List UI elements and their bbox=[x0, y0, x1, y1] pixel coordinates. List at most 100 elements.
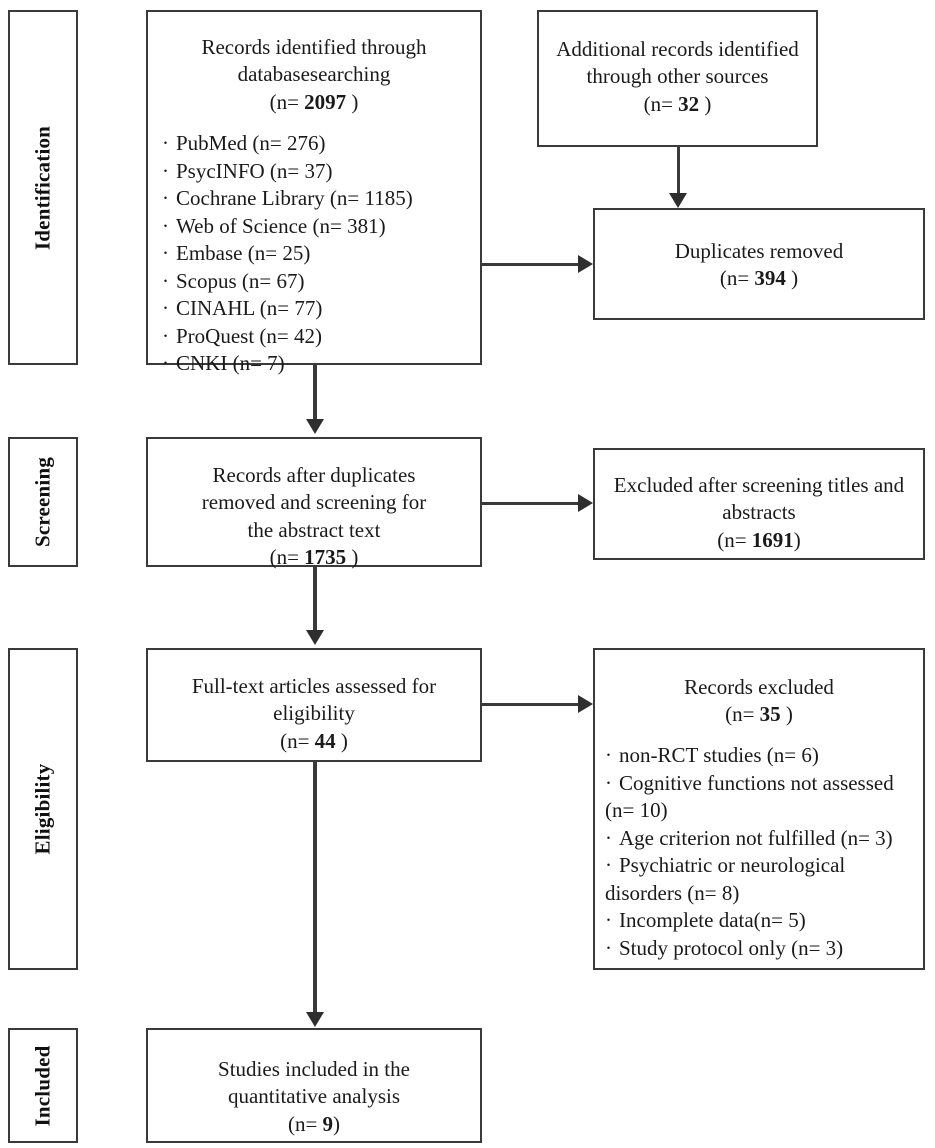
additional-records-line1: Additional records identified bbox=[556, 37, 799, 61]
list-item: ·Cognitive functions not assessed (n= 10… bbox=[605, 770, 917, 825]
bullet-dot: · bbox=[605, 853, 612, 877]
records-identified-header: Records identified through databasesearc… bbox=[148, 34, 480, 116]
connector-additional-to-duplicates bbox=[677, 147, 680, 195]
studies-included-count: (n= 9) bbox=[158, 1111, 470, 1138]
stage-identification: Identification bbox=[8, 10, 78, 365]
studies-included-text: Studies included in the quantitative ana… bbox=[148, 1056, 480, 1138]
records-excluded-header: Records excluded (n= 35 ) bbox=[595, 674, 923, 729]
count-value: 35 bbox=[759, 702, 781, 727]
list-item: ·Age criterion not fulfilled (n= 3) bbox=[605, 825, 917, 853]
excluded-screening-line1: Excluded after screening titles and bbox=[613, 473, 905, 497]
fulltext-assessed-line2: eligibility bbox=[273, 701, 355, 726]
list-item: ·Psychiatric or neurological disorders (… bbox=[605, 852, 917, 907]
records-after-duplicates-text: Records after duplicates removed and scr… bbox=[148, 462, 480, 571]
bullet-dot: · bbox=[162, 158, 169, 183]
stage-eligibility: Eligibility bbox=[8, 648, 78, 970]
count-suffix: ) bbox=[780, 702, 793, 727]
bullet-dot: · bbox=[605, 770, 612, 795]
list-item: · Web of Science (n= 381) bbox=[162, 213, 480, 241]
additional-records-text: Additional records identified through ot… bbox=[539, 36, 816, 118]
studies-included-line1: Studies included in the bbox=[218, 1057, 410, 1081]
connector-identified-to-after-duplicates bbox=[313, 365, 317, 421]
records-excluded-count: (n= 35 ) bbox=[603, 701, 915, 728]
box-records-after-duplicates: Records after duplicates removed and scr… bbox=[146, 437, 482, 569]
connector-fulltext-to-excluded bbox=[482, 703, 578, 706]
arrowhead-screening-to-excluded bbox=[578, 494, 593, 512]
list-item-label: Incomplete data(n= 5) bbox=[619, 908, 806, 932]
connector-screening-to-fulltext bbox=[313, 567, 317, 632]
list-item: · Cochrane Library (n= 1185) bbox=[162, 185, 480, 213]
bullet-dot: · bbox=[162, 213, 169, 238]
count-value: 1735 bbox=[304, 544, 347, 569]
fulltext-assessed-text: Full-text articles assessed for eligibil… bbox=[148, 673, 480, 755]
box-studies-included: Studies included in the quantitative ana… bbox=[146, 1028, 482, 1143]
list-item: ·Incomplete data(n= 5) bbox=[605, 907, 917, 935]
count-suffix: ) bbox=[699, 91, 712, 116]
count-value: 44 bbox=[314, 728, 336, 753]
count-suffix: ) bbox=[335, 728, 348, 753]
bullet-dot: · bbox=[605, 743, 612, 767]
list-item-label: Study protocol only (n= 3) bbox=[619, 935, 844, 960]
count-suffix: ) bbox=[333, 1111, 341, 1136]
box-additional-records: Additional records identified through ot… bbox=[537, 10, 818, 147]
list-item: · PsycINFO (n= 37) bbox=[162, 158, 480, 186]
excluded-screening-count: (n= 1691) bbox=[601, 527, 917, 554]
list-item: · PubMed (n= 276) bbox=[162, 130, 480, 158]
arrowhead-identified-to-after-duplicates bbox=[306, 419, 324, 434]
arrowhead-identified-to-duplicates bbox=[578, 255, 593, 273]
stage-included-label: Included bbox=[30, 1045, 55, 1126]
count-prefix: (n= bbox=[643, 91, 679, 116]
bullet-dot: · bbox=[162, 131, 169, 155]
arrowhead-fulltext-to-excluded bbox=[578, 695, 593, 713]
list-item-label: Scopus (n= 67) bbox=[176, 268, 305, 293]
list-item-label: CINAHL (n= 77) bbox=[176, 296, 323, 320]
count-prefix: (n= bbox=[287, 1111, 323, 1136]
studies-included-line2: quantitative analysis bbox=[227, 1084, 401, 1109]
count-suffix: ) bbox=[785, 266, 799, 291]
list-item-label: Psychiatric or neurological disorders (n… bbox=[605, 853, 846, 905]
count-suffix: ) bbox=[793, 527, 801, 552]
list-item: · Study protocol only (n= 3) bbox=[605, 935, 917, 963]
bullet-dot: · bbox=[605, 935, 612, 960]
count-prefix: (n= bbox=[717, 527, 752, 552]
list-item-label: ProQuest (n= 42) bbox=[176, 323, 322, 348]
box-excluded-screening: Excluded after screening titles and abst… bbox=[593, 448, 925, 560]
bullet-dot: · bbox=[162, 323, 169, 348]
count-value: 1691 bbox=[751, 527, 794, 552]
connector-screening-to-excluded bbox=[482, 502, 578, 505]
additional-records-line2: through other sources bbox=[586, 64, 769, 89]
stage-screening: Screening bbox=[8, 437, 78, 567]
box-records-identified: Records identified through databasesearc… bbox=[146, 10, 482, 375]
list-item-label: Web of Science (n= 381) bbox=[176, 213, 386, 238]
records-identified-line1: Records identified through bbox=[201, 35, 427, 59]
count-value: 9 bbox=[322, 1111, 334, 1136]
stage-eligibility-label: Eligibility bbox=[30, 763, 55, 855]
stage-screening-label: Screening bbox=[30, 456, 55, 548]
count-suffix: ) bbox=[346, 544, 359, 569]
records-excluded-line1: Records excluded bbox=[684, 675, 834, 699]
list-item-label: PsycINFO (n= 37) bbox=[176, 158, 333, 183]
list-item-label: PubMed (n= 276) bbox=[176, 131, 326, 155]
duplicates-removed-text: Duplicates removed (n= 394 ) bbox=[595, 238, 923, 293]
list-item: · ProQuest (n= 42) bbox=[162, 323, 480, 351]
count-value: 32 bbox=[678, 91, 700, 116]
count-suffix: ) bbox=[346, 89, 359, 114]
duplicates-removed-count: (n= 394 ) bbox=[603, 265, 915, 292]
count-prefix: (n= bbox=[280, 728, 315, 753]
duplicates-removed-line1: Duplicates removed bbox=[674, 239, 844, 263]
excluded-screening-line2: abstracts bbox=[722, 500, 796, 525]
connector-identified-to-duplicates bbox=[482, 263, 578, 266]
stage-identification-label: Identification bbox=[30, 125, 55, 250]
list-item-label: Cochrane Library (n= 1185) bbox=[176, 186, 413, 210]
bullet-dot: · bbox=[162, 241, 169, 265]
list-item: ·Scopus (n= 67) bbox=[162, 268, 480, 296]
records-after-duplicates-line3: the abstract text bbox=[247, 517, 381, 542]
additional-records-count: (n= 32 ) bbox=[547, 91, 808, 118]
bullet-dot: · bbox=[162, 296, 169, 320]
arrowhead-fulltext-to-included bbox=[306, 1012, 324, 1027]
list-item-label: non-RCT studies (n= 6) bbox=[619, 743, 819, 767]
bullet-dot: · bbox=[162, 186, 169, 210]
list-item: ·Embase (n= 25) bbox=[162, 240, 480, 268]
fulltext-assessed-count: (n= 44 ) bbox=[158, 728, 470, 755]
